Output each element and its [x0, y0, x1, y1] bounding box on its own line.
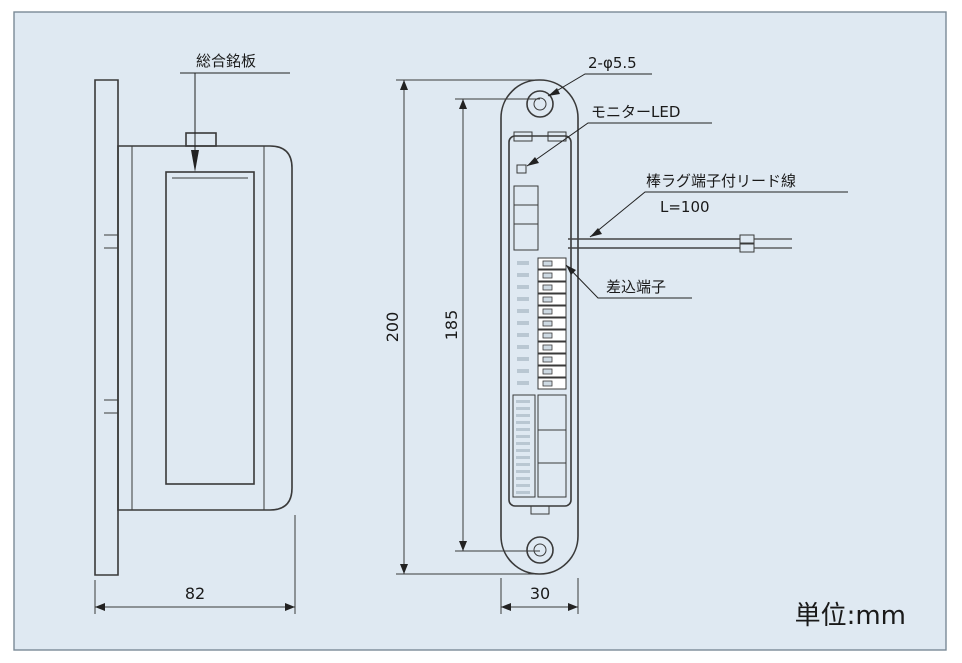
total-height-value: 200 — [383, 312, 402, 343]
lower-marking — [516, 407, 530, 410]
lower-marking — [516, 435, 530, 438]
width-dimension: 30 — [500, 578, 579, 614]
side-nameplate — [165, 171, 255, 485]
unit-note: 単位:mm — [795, 601, 906, 631]
lower-marking — [516, 463, 530, 466]
lower-marking — [516, 491, 530, 494]
terminal-leader — [565, 264, 692, 299]
terminal-marking — [517, 321, 529, 325]
top-clip-left — [513, 131, 533, 142]
front-lower-terminal-block — [537, 394, 567, 498]
lower-marking — [516, 484, 530, 487]
top-mount-hole-inner — [533, 97, 547, 111]
lower-marking — [516, 442, 530, 445]
terminal-marking — [517, 357, 529, 361]
terminal-screw — [542, 380, 553, 387]
depth-dimension: 82 — [94, 515, 296, 614]
terminal-column — [516, 257, 567, 494]
lead-wire-leader — [589, 191, 848, 238]
lower-marking — [516, 428, 530, 431]
side-view — [94, 79, 293, 576]
nameplate-arrowhead — [191, 150, 199, 172]
nameplate-label: 総合銘板 — [196, 52, 256, 70]
terminal-marking — [517, 369, 529, 373]
lower-marking — [516, 414, 530, 417]
lower-marking — [516, 400, 530, 403]
terminal-screw — [542, 296, 553, 303]
monitor-led — [516, 164, 527, 174]
lower-marking — [516, 456, 530, 459]
terminal-marking — [517, 273, 529, 277]
terminal-screw — [542, 284, 553, 291]
width-value: 30 — [530, 584, 550, 603]
side-top-tab — [185, 132, 217, 147]
lower-marking — [516, 421, 530, 424]
side-rear-rail — [117, 145, 133, 511]
drawing-frame — [13, 11, 947, 651]
bottom-mount-hole — [526, 536, 554, 564]
top-clip-right — [547, 131, 567, 142]
nameplate-leader — [180, 72, 290, 150]
terminal-marking — [517, 261, 529, 265]
terminal-marking — [517, 297, 529, 301]
side-flange — [94, 79, 119, 576]
terminal-label: 差込端子 — [606, 278, 666, 296]
terminal-marking — [517, 333, 529, 337]
pitch-height-value: 185 — [442, 310, 461, 341]
bottom-mount-hole-inner — [533, 543, 547, 557]
lower-marking — [516, 449, 530, 452]
terminal-marking — [517, 345, 529, 349]
terminal-screw — [542, 332, 553, 339]
terminal-screw — [542, 344, 553, 351]
lead-length-label: L=100 — [660, 198, 710, 216]
terminal-marking — [517, 309, 529, 313]
terminal-marking — [517, 285, 529, 289]
top-mount-hole — [526, 90, 554, 118]
terminal-screw — [542, 356, 553, 363]
terminal-screw — [542, 272, 553, 279]
bottom-tab — [530, 505, 550, 515]
front-lower-block — [512, 394, 536, 498]
monitor-led-leader — [526, 122, 712, 167]
depth-value: 82 — [185, 584, 205, 603]
terminal-marking — [517, 381, 529, 385]
terminal-screw — [542, 308, 553, 315]
lower-marking — [516, 470, 530, 473]
monitor-led-label: モニターLED — [591, 103, 680, 121]
terminal-screw — [542, 368, 553, 375]
total-height-dimension: 200 — [383, 79, 540, 575]
mount-hole-label: 2-φ5.5 — [588, 54, 637, 72]
lead-wire-label: 棒ラグ端子付リード線 — [646, 172, 796, 190]
terminal-screw — [542, 260, 553, 267]
lower-marking — [516, 477, 530, 480]
pitch-height-dimension: 185 — [442, 98, 540, 552]
side-case — [117, 145, 293, 511]
front-label-area — [513, 185, 539, 251]
lead-wire — [568, 234, 792, 253]
terminal-screw — [542, 320, 553, 327]
mount-hole-leader — [547, 73, 652, 97]
